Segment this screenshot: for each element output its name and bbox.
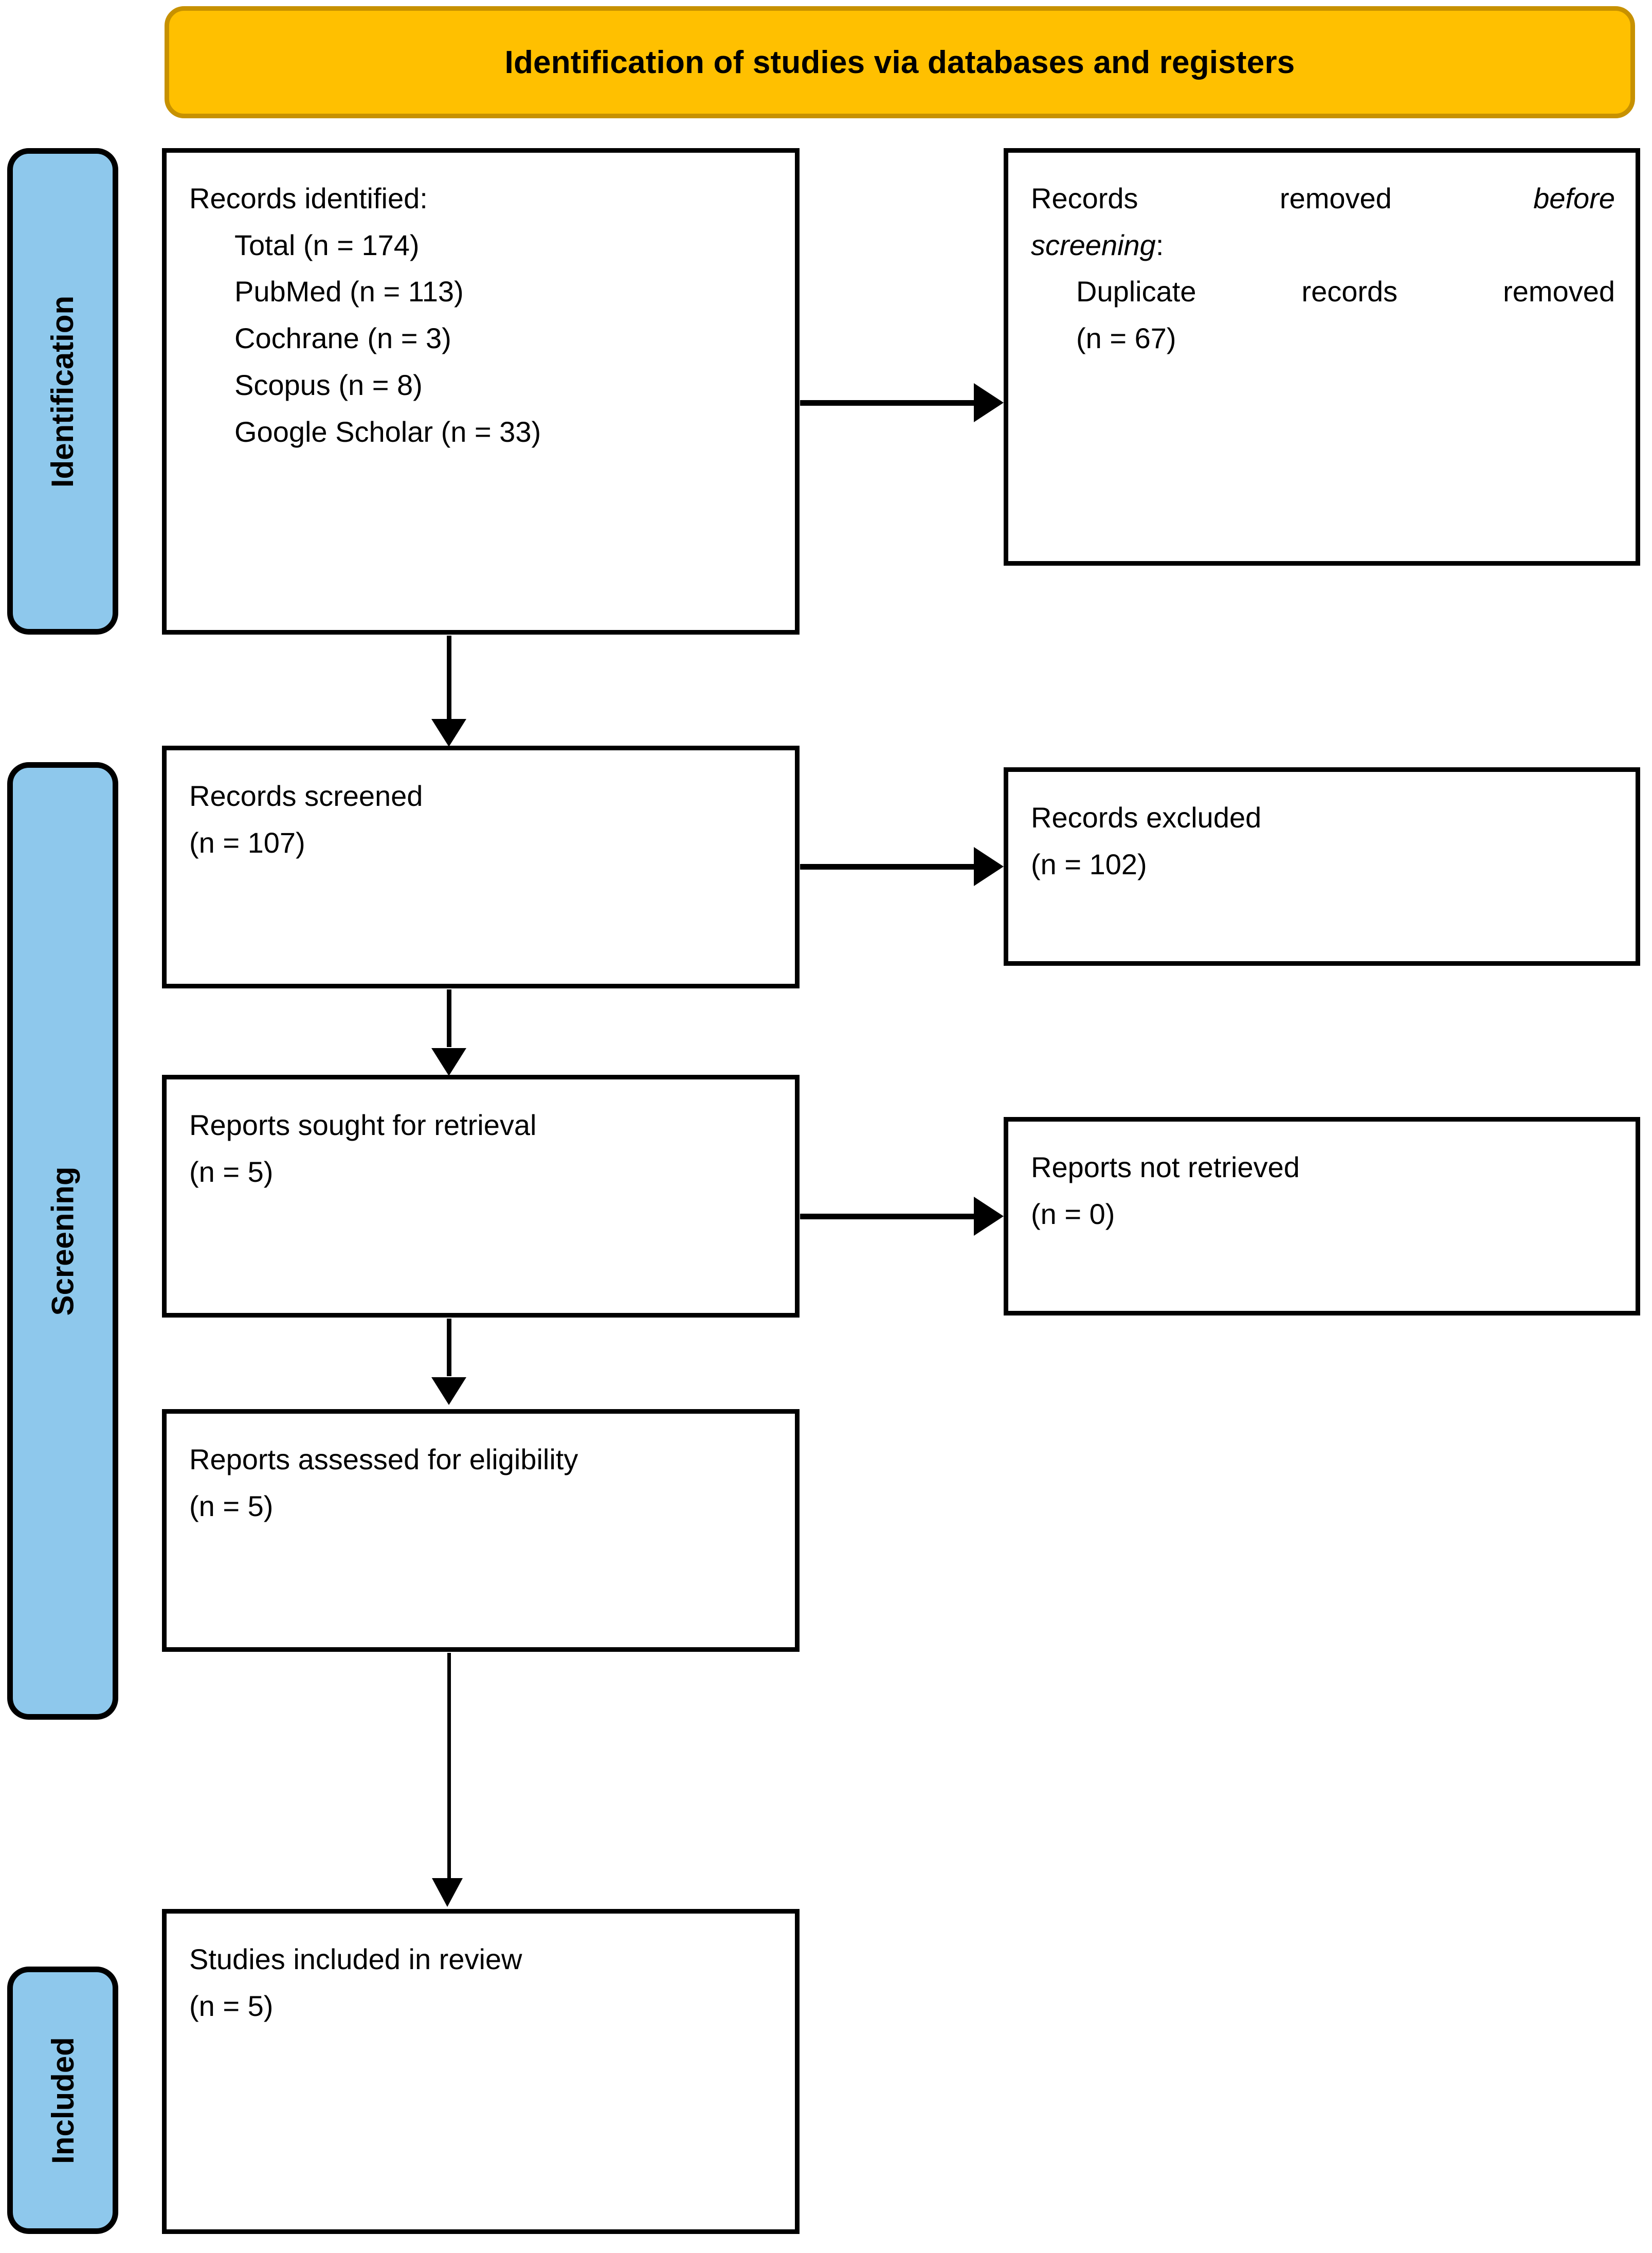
box-records-screened: Records screened (n = 107): [162, 746, 800, 988]
box-records-excluded: Records excluded (n = 102): [1004, 767, 1640, 966]
records-identified-item-pubmed: PubMed (n = 113): [234, 275, 464, 308]
box-reports-not-retrieved: Reports not retrieved (n = 0): [1004, 1117, 1640, 1315]
arrow-sought-to-assessed-head: [431, 1377, 466, 1405]
box-records-identified-text: Records identified: Total (n = 174) PubM…: [189, 175, 774, 455]
arrow-sought-to-not-retrieved-line: [800, 1214, 974, 1219]
stage-label-screening-text: Screening: [45, 1166, 80, 1316]
arrow-identified-to-removed-head: [974, 383, 1004, 422]
arrow-screened-to-excluded-head: [974, 847, 1004, 886]
arrow-assessed-to-included-line: [447, 1653, 451, 1879]
records-removed-count: (n = 67): [1076, 322, 1176, 355]
records-identified-item-scopus: Scopus (n = 8): [234, 368, 423, 401]
stage-label-identification: Identification: [7, 148, 118, 635]
box-reports-sought-text: Reports sought for retrieval (n = 5): [189, 1102, 774, 1195]
records-identified-item-cochrane: Cochrane (n = 3): [234, 322, 451, 355]
records-identified-item-google-scholar: Google Scholar (n = 33): [234, 415, 541, 448]
records-removed-colon: :: [1155, 228, 1164, 261]
records-removed-emphasis-screening: screening: [1031, 228, 1156, 261]
reports-not-retrieved-count: (n = 0): [1031, 1197, 1115, 1230]
records-screened-count: (n = 107): [189, 826, 305, 859]
records-excluded-count: (n = 102): [1031, 848, 1147, 880]
reports-assessed-label: Reports assessed for eligibility: [189, 1443, 578, 1475]
box-reports-not-retrieved-text: Reports not retrieved (n = 0): [1031, 1144, 1615, 1237]
records-removed-line-1: Records removed before: [1031, 175, 1615, 222]
arrow-screened-to-excluded-line: [800, 864, 974, 870]
box-reports-sought-for-retrieval: Reports sought for retrieval (n = 5): [162, 1075, 800, 1318]
studies-included-count: (n = 5): [189, 1989, 274, 2022]
stage-label-identification-text: Identification: [45, 295, 80, 488]
arrow-sought-to-not-retrieved-head: [974, 1197, 1004, 1236]
records-identified-item-total: Total (n = 174): [234, 228, 420, 261]
arrow-screened-to-sought-head: [431, 1048, 466, 1076]
box-studies-included-text: Studies included in review (n = 5): [189, 1936, 774, 2029]
records-excluded-label: Records excluded: [1031, 801, 1262, 834]
box-records-identified: Records identified: Total (n = 174) PubM…: [162, 148, 800, 635]
box-studies-included-in-review: Studies included in review (n = 5): [162, 1909, 800, 2234]
box-records-removed-text: Records removed before screening: Duplic…: [1031, 175, 1615, 362]
box-records-removed-before-screening: Records removed before screening: Duplic…: [1004, 148, 1640, 566]
box-records-screened-text: Records screened (n = 107): [189, 773, 774, 866]
stage-label-included: Included: [7, 1967, 118, 2234]
box-reports-assessed-text: Reports assessed for eligibility (n = 5): [189, 1436, 774, 1529]
records-screened-label: Records screened: [189, 780, 423, 812]
diagram-header-banner: Identification of studies via databases …: [165, 6, 1635, 118]
records-identified-heading: Records identified:: [189, 182, 428, 214]
studies-included-label: Studies included in review: [189, 1943, 522, 1975]
diagram-title: Identification of studies via databases …: [504, 44, 1295, 80]
arrow-sought-to-assessed-line: [447, 1319, 451, 1376]
records-removed-line-2: screening:: [1031, 222, 1615, 269]
arrow-assessed-to-included-head: [432, 1878, 463, 1907]
records-removed-emphasis-before: before: [1533, 182, 1615, 214]
records-removed-line-3: Duplicate records removed: [1076, 275, 1615, 308]
arrow-screened-to-sought-line: [447, 989, 451, 1047]
arrow-identified-to-screened-head: [431, 719, 466, 747]
arrow-identified-to-screened-line: [447, 636, 451, 722]
reports-sought-label: Reports sought for retrieval: [189, 1109, 537, 1141]
reports-assessed-count: (n = 5): [189, 1489, 274, 1522]
box-records-excluded-text: Records excluded (n = 102): [1031, 795, 1615, 888]
stage-label-screening: Screening: [7, 762, 118, 1720]
records-removed-lead: Records removed: [1031, 182, 1534, 214]
stage-label-included-text: Included: [45, 2036, 80, 2164]
box-reports-assessed-for-eligibility: Reports assessed for eligibility (n = 5): [162, 1409, 800, 1652]
reports-not-retrieved-label: Reports not retrieved: [1031, 1151, 1300, 1183]
reports-sought-count: (n = 5): [189, 1155, 274, 1188]
arrow-identified-to-removed-line: [800, 400, 974, 406]
